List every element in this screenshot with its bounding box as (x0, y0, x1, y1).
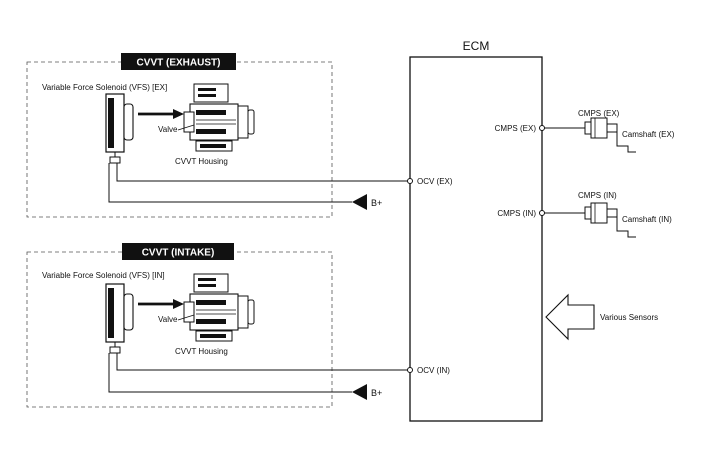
cmps-ex-label: CMPS (EX) (578, 109, 620, 118)
cmps-in-sensor-icon (584, 202, 636, 238)
intake-valve-leader (177, 314, 195, 321)
intake-housing-label: CVVT Housing (175, 347, 228, 356)
intake-header: CVVT (INTAKE) (142, 248, 215, 259)
exhaust-ocv-wire (116, 163, 408, 182)
exhaust-group-frame (26, 61, 333, 218)
exhaust-arrow (138, 109, 184, 119)
various-sensors-arrow-icon (545, 293, 595, 341)
intake-group-frame (26, 251, 333, 408)
ecm-pin-ocv-ex-label: OCV (EX) (417, 177, 453, 186)
ecm-box (409, 56, 543, 422)
camshaft-ex-label: Camshaft (EX) (622, 130, 675, 139)
various-sensors-label: Various Sensors (600, 313, 658, 322)
intake-cvvt-housing-icon (183, 273, 255, 342)
intake-supply-arrow (352, 384, 367, 400)
intake-valve-label: Valve (158, 315, 178, 324)
intake-solenoid-icon (105, 283, 134, 354)
camshaft-in-label: Camshaft (IN) (622, 215, 672, 224)
exhaust-header-badge (121, 53, 236, 70)
intake-supply-label: B+ (371, 388, 382, 398)
exhaust-valve-label: Valve (158, 125, 178, 134)
exhaust-valve-leader (177, 124, 195, 131)
exhaust-supply-label: B+ (371, 198, 382, 208)
ecm-title: ECM (463, 39, 490, 53)
ecm-pin-cmps-ex-label: CMPS (EX) (495, 124, 537, 133)
ecm-pin-ocv-ex (407, 178, 413, 184)
exhaust-supply-arrow (352, 194, 367, 210)
ecm-pin-ocv-in (407, 367, 413, 373)
exhaust-solenoid-icon (105, 93, 134, 164)
intake-header-badge (122, 243, 234, 260)
exhaust-solenoid-label: Variable Force Solenoid (VFS) [EX] (42, 83, 167, 92)
ecm-pin-cmps-in-label: CMPS (IN) (497, 209, 536, 218)
intake-solenoid-label: Variable Force Solenoid (VFS) [IN] (42, 271, 165, 280)
cmps-in-label: CMPS (IN) (578, 191, 617, 200)
ecm-pin-cmps-in (539, 210, 545, 216)
exhaust-housing-label: CVVT Housing (175, 157, 228, 166)
ecm-pin-ocv-in-label: OCV (IN) (417, 366, 450, 375)
cmps-ex-sensor-icon (584, 117, 636, 153)
intake-supply-wire (108, 353, 352, 393)
intake-arrow (138, 299, 184, 309)
exhaust-supply-wire (108, 163, 352, 203)
exhaust-header: CVVT (EXHAUST) (137, 58, 221, 69)
ecm-pin-cmps-ex (539, 125, 545, 131)
exhaust-cvvt-housing-icon (183, 83, 255, 152)
intake-ocv-wire (116, 353, 408, 371)
